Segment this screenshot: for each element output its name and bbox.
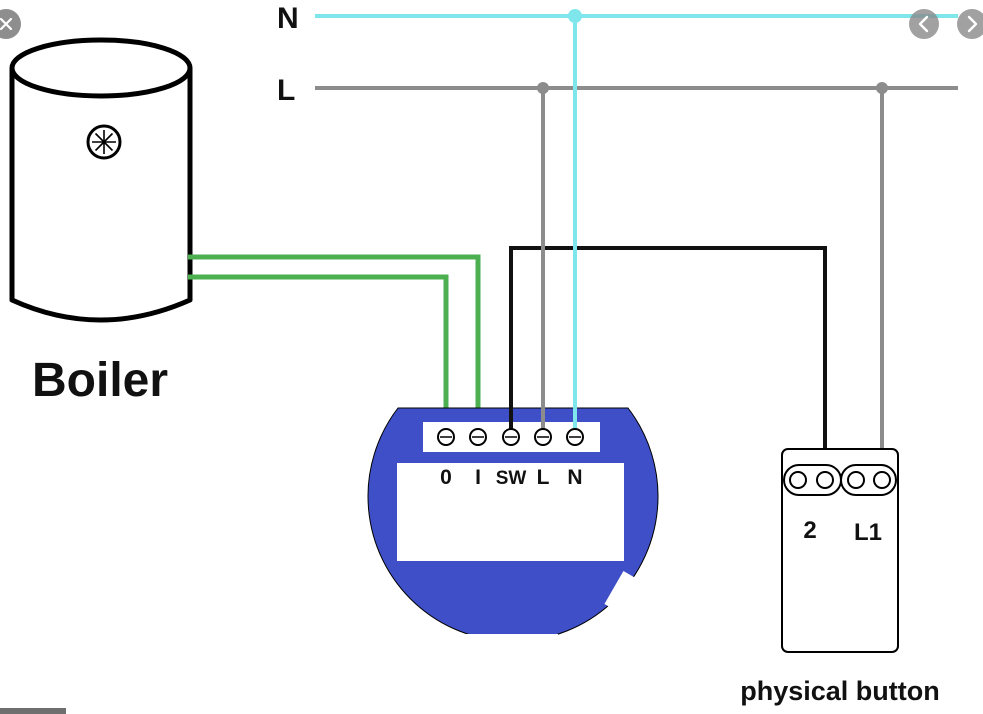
neutral-label: N [277,2,299,35]
prev-button[interactable] [909,9,939,39]
chevron-right-icon[interactable] [957,9,983,39]
neutral-junction [568,9,582,23]
load-wire-0 [188,274,449,437]
viewer-scroll-indicator [0,708,66,714]
relay-led-slot [604,571,636,611]
dial-ticks [92,130,116,154]
terminal-label-0: 0 [440,466,452,489]
terminal-label-N: N [567,466,582,489]
terminal-label-I: I [475,466,481,489]
boiler: Boiler [9,37,193,407]
boiler-label: Boiler [32,354,168,407]
button-terminal-label-L1: L1 [854,519,882,546]
relay-module [367,407,659,651]
button-terminal-screw [816,471,834,489]
button-terminal-screw [873,471,891,489]
load-wire-I [188,254,481,437]
boiler-body [9,68,193,323]
button-terminal-screw [789,471,807,489]
button-body [781,448,899,653]
button-terminal-screw [847,471,865,489]
physical-button: 2 L1 [781,448,899,653]
boiler-top [9,37,193,99]
chevron-left-icon[interactable] [909,9,939,39]
close-button[interactable] [0,9,21,39]
next-button[interactable] [957,9,983,39]
physical-button-caption: physical button [740,676,940,706]
live-junction-relay [537,82,549,94]
relay-button-slot [465,634,558,651]
live-label: L [277,74,295,107]
close-icon[interactable] [0,9,21,39]
relay-label-panel [397,463,624,561]
live-junction-button [876,82,888,94]
terminal-label-SW: SW [496,468,527,489]
switch-wire [509,246,827,480]
button-terminal-label-2: 2 [803,517,816,544]
terminal-label-L: L [537,466,550,489]
